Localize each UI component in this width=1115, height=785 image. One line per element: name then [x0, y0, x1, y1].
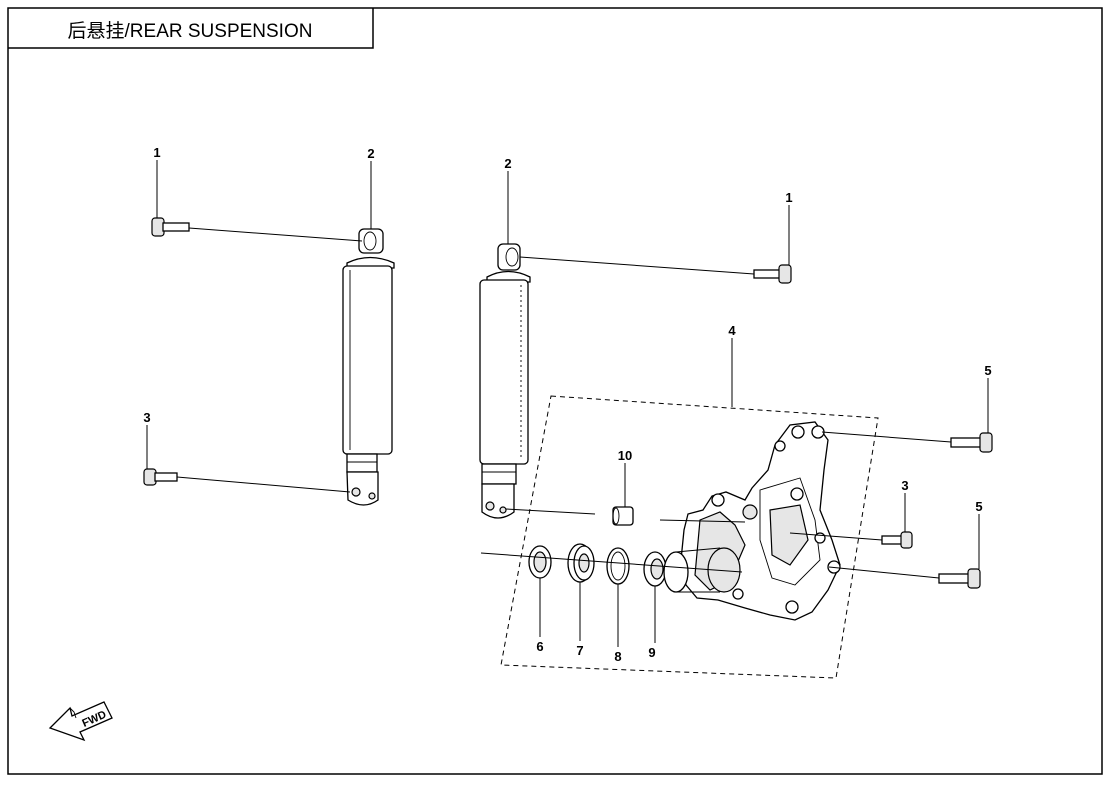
callout-10: 10 [618, 448, 632, 463]
callout-5-bottom: 5 [975, 499, 982, 514]
callout-2-left: 2 [367, 146, 374, 161]
bolt-1-left [151, 217, 190, 237]
bolt-5-bottom [938, 568, 981, 589]
snap-ring-8 [606, 547, 630, 585]
bolt-5-top [950, 432, 993, 453]
assembly-outline [500, 395, 879, 679]
callout-7: 7 [576, 643, 583, 658]
seal-6 [528, 545, 552, 579]
diagram-title: 后悬挂/REAR SUSPENSION [68, 20, 313, 42]
leader-lines [146, 160, 989, 647]
callout-9: 9 [648, 645, 655, 660]
seal-9 [643, 551, 667, 587]
bolt-1-right [753, 264, 792, 284]
callout-2-right: 2 [504, 156, 511, 171]
callout-3-left: 3 [143, 410, 150, 425]
right-shock-absorber [479, 243, 531, 519]
left-shock-absorber [342, 228, 395, 506]
callout-5-top: 5 [984, 363, 991, 378]
bolt-3-right [881, 531, 913, 549]
diagram-border [7, 7, 1103, 775]
callout-1-right: 1 [785, 190, 792, 205]
bolt-3-left [143, 468, 178, 486]
bushing-10 [612, 506, 634, 526]
bearing-7 [567, 543, 595, 583]
forward-arrow-icon: FWD [48, 701, 113, 742]
callout-6: 6 [536, 639, 543, 654]
callout-8: 8 [614, 649, 621, 664]
title-box [8, 8, 374, 49]
callout-4: 4 [728, 323, 736, 338]
callout-3-right: 3 [901, 478, 908, 493]
callout-1-left: 1 [153, 145, 160, 160]
